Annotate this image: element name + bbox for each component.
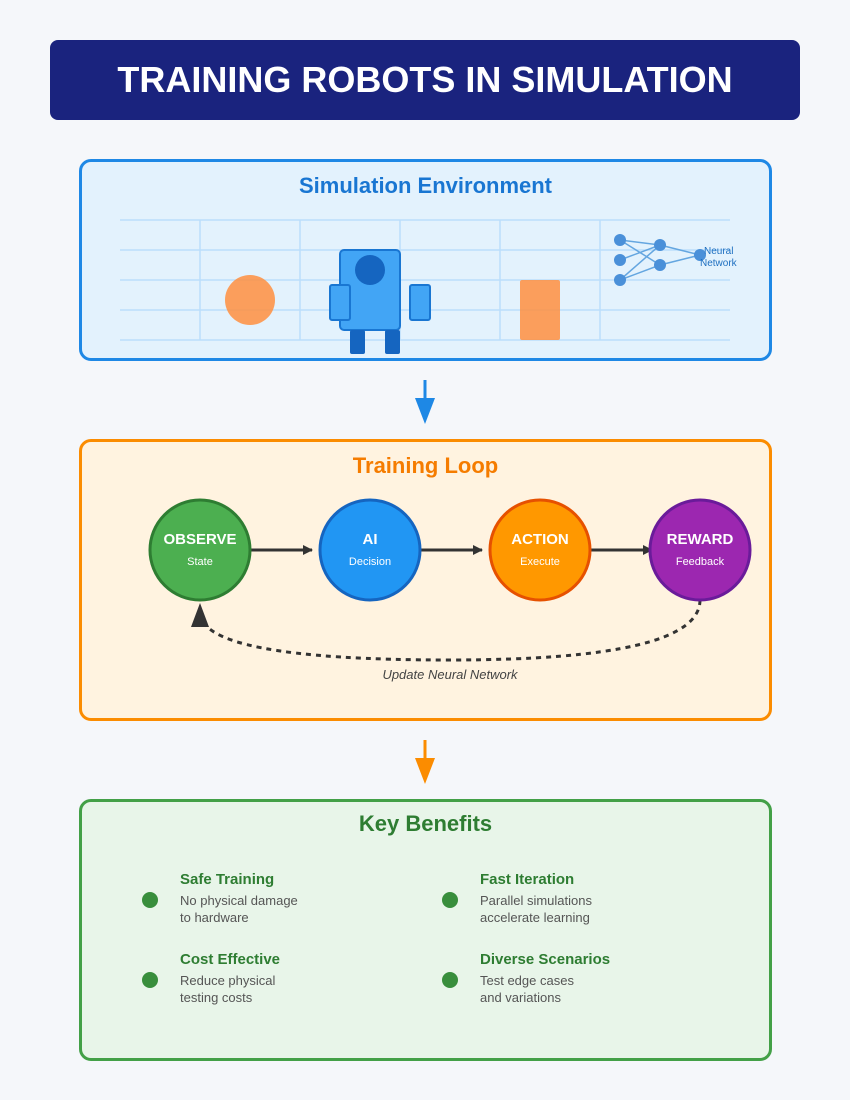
benefit-title-3: Cost Effective <box>180 951 281 968</box>
title-banner: TRAINING ROBOTS IN SIMULATION <box>50 40 800 120</box>
benefit-desc-2-line2: accelerate learning <box>480 910 590 925</box>
neural-network-label-line1: Neural <box>704 246 734 257</box>
benefit-desc-4-line1: Test edge cases <box>480 973 574 988</box>
benefit-title-1: Safe Training <box>180 871 275 888</box>
key-benefits-title: Key Benefits <box>358 811 493 836</box>
benefit-title-4: Diverse Scenarios <box>480 951 611 968</box>
benefit-bullet-2 <box>442 892 458 908</box>
key-benefits-panel: Key Benefits <box>79 799 772 1061</box>
benefit-desc-2-line1: Parallel simulations <box>480 893 592 908</box>
benefit-desc-3: Reduce physical testing costs <box>180 972 275 1006</box>
simulation-panel-title: Simulation Environment <box>298 173 553 198</box>
page-title: TRAINING ROBOTS IN SIMULATION <box>117 59 733 100</box>
benefit-desc-2: Parallel simulations accelerate learning <box>480 892 592 926</box>
benefit-desc-1-line1: No physical damage <box>180 893 298 908</box>
benefit-desc-3-line2: testing costs <box>180 990 253 1005</box>
training-loop-title: Training Loop <box>352 453 499 478</box>
benefit-desc-1-line2: to hardware <box>180 910 249 925</box>
benefit-title-2: Fast Iteration <box>480 871 575 888</box>
flow-arrow-down-2 <box>415 740 435 784</box>
benefit-bullet-3 <box>142 972 158 988</box>
flow-arrow-down-1 <box>415 380 435 424</box>
neural-network-label: Neural Network <box>700 246 737 270</box>
benefit-desc-1: No physical damage to hardware <box>180 892 298 926</box>
benefit-desc-4-line2: and variations <box>480 990 561 1005</box>
benefit-bullet-1 <box>142 892 158 908</box>
benefit-bullet-4 <box>442 972 458 988</box>
benefit-desc-4: Test edge cases and variations <box>480 972 574 1006</box>
benefit-desc-3-line1: Reduce physical <box>180 973 276 988</box>
simulation-environment-panel: Simulation Environment <box>79 159 772 361</box>
feedback-loop-label: Update Neural Network <box>382 667 518 682</box>
neural-network-label-line2: Network <box>700 258 737 269</box>
